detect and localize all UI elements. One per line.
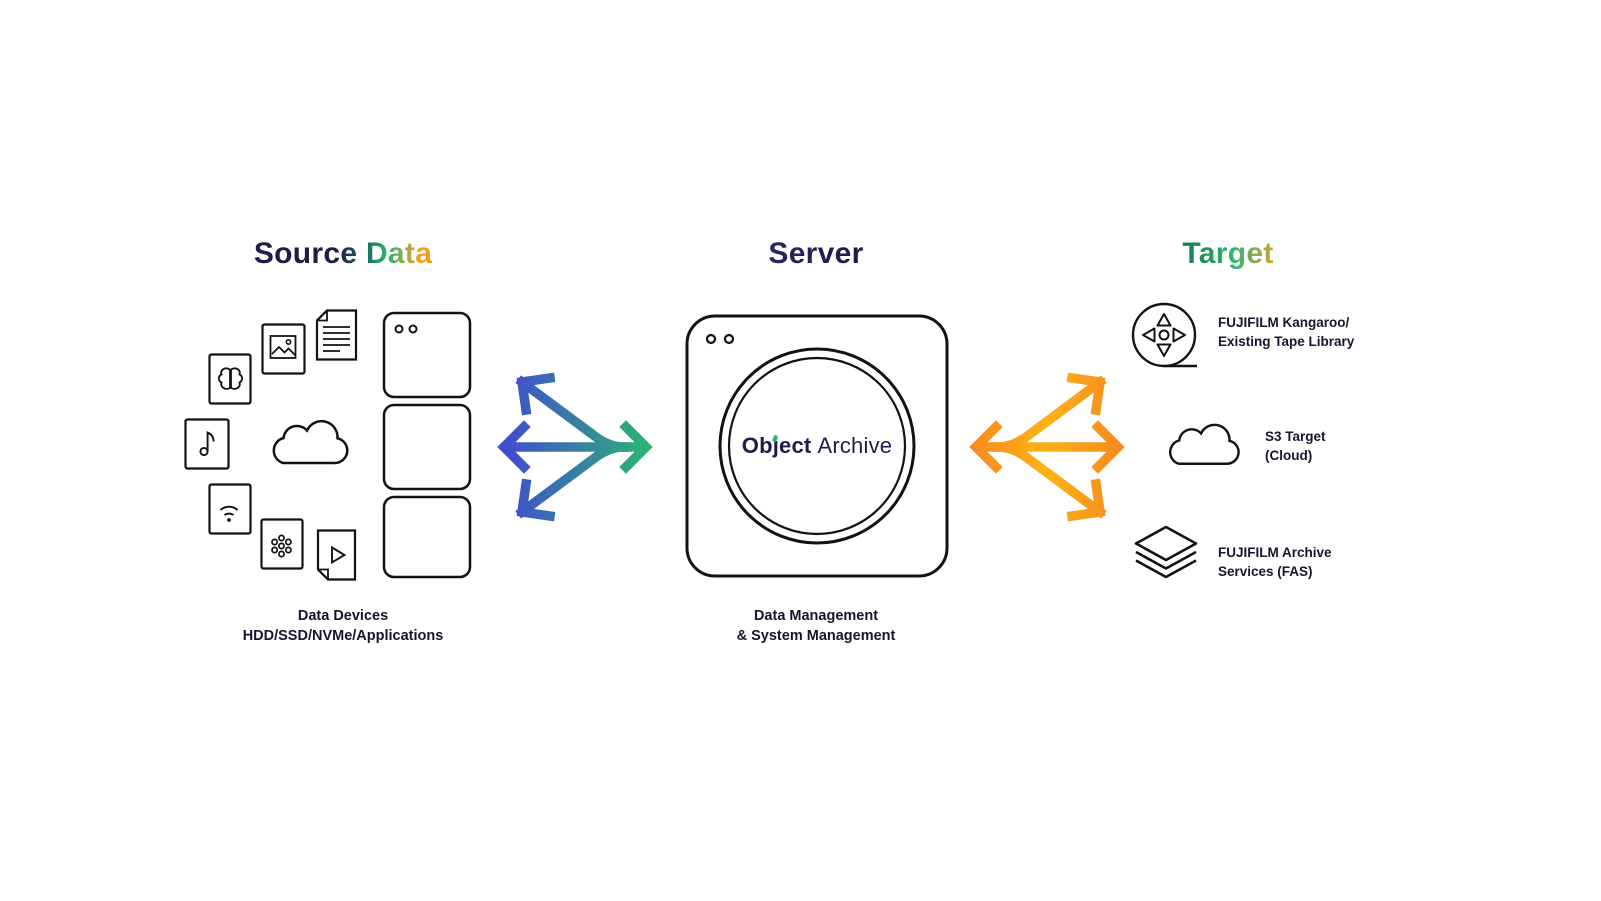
target-item-tape-line1: FUJIFILM Kangaroo/ [1218, 315, 1350, 330]
source-caption-line2: HDD/SSD/NVMe/Applications [242, 627, 444, 644]
server-box-icon [685, 314, 949, 578]
wifi-document-icon [208, 483, 252, 535]
server-caption-line1: Data Management [753, 608, 879, 624]
logo-word-archive: Archive [817, 433, 893, 458]
cloud-icon [272, 419, 349, 465]
logo-part-j: j [772, 433, 780, 458]
server-caption: Data Management & System Management [616, 607, 1016, 646]
target-item-fas-line1: FUJIFILM Archive [1218, 545, 1332, 560]
brain-document-icon [208, 353, 252, 405]
target-title: Target [1128, 237, 1328, 271]
s3-cloud-icon [1169, 423, 1240, 465]
target-item-tape-line2: Existing Tape Library [1218, 333, 1355, 349]
target-item-fas-label: FUJIFILM Archive Services (FAS) [1218, 544, 1332, 581]
server-title: Server [716, 237, 916, 271]
source-caption-line1: Data Devices [297, 608, 389, 624]
target-item-s3-line1: S3 Target [1265, 429, 1326, 444]
server-target-arrow [969, 372, 1125, 522]
music-document-icon [184, 418, 230, 470]
target-item-fas-line2: Services (FAS) [1218, 563, 1313, 579]
storage-stack-icon [382, 311, 472, 579]
source-server-arrow [497, 372, 653, 522]
text-document-icon [315, 309, 358, 361]
stacked-layers-icon [1134, 525, 1198, 579]
logo-part-ect: ect [779, 433, 812, 458]
logo-part-ob: Ob [741, 433, 773, 458]
logo-part-j-wrap: j [772, 433, 780, 458]
target-item-tape-label: FUJIFILM Kangaroo/ Existing Tape Library [1218, 314, 1354, 351]
source-data-title: Source Data [233, 237, 453, 271]
tape-reel-icon [1131, 302, 1197, 368]
image-document-icon [261, 323, 306, 375]
target-item-s3-line2: (Cloud) [1265, 447, 1313, 463]
source-caption: Data Devices HDD/SSD/NVMe/Applications [143, 607, 543, 646]
object-archive-disc-icon [718, 347, 916, 545]
server-caption-line2: & System Management [736, 627, 896, 644]
target-item-s3-label: S3 Target (Cloud) [1265, 428, 1326, 465]
molecule-document-icon [260, 518, 304, 570]
video-document-icon [316, 529, 357, 581]
